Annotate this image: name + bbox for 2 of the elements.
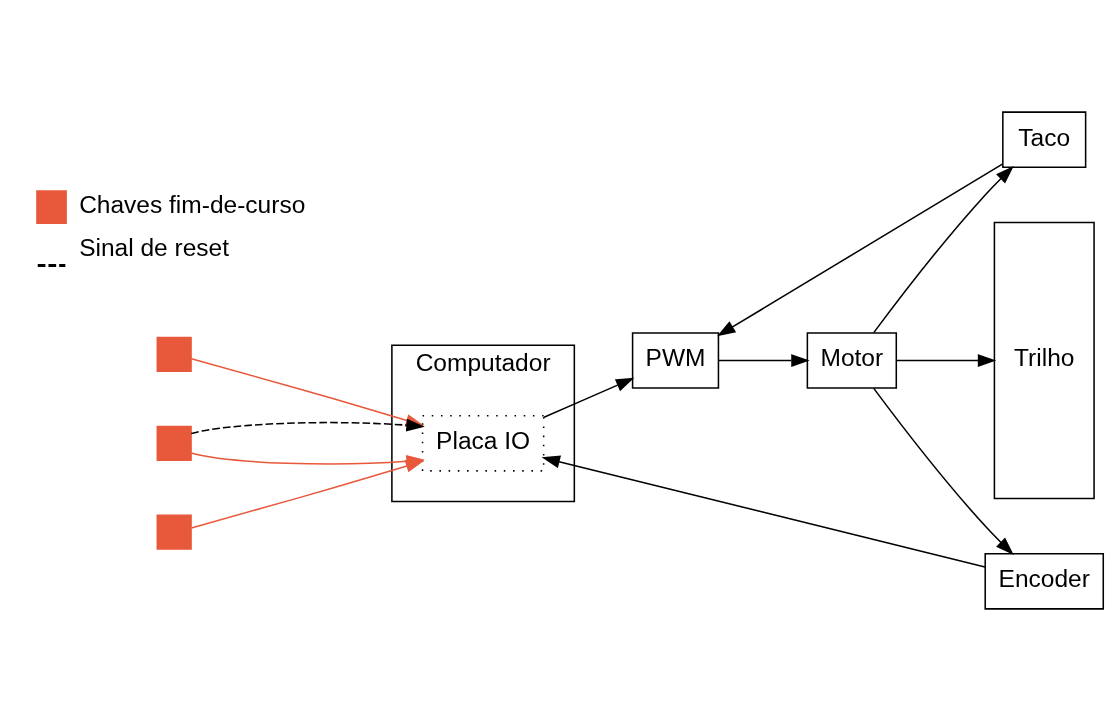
legend-label: Sinal de reset (79, 233, 230, 261)
legend-label: Chaves fim-de-curso (79, 190, 306, 218)
